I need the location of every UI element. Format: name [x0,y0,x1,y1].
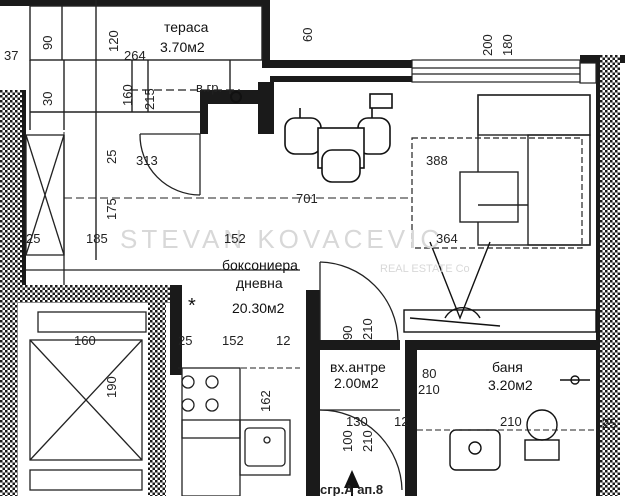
bath-name: баня [492,359,523,375]
drain-icon [230,91,242,103]
dim-190: 190 [104,376,119,398]
entry-arrow-icon [344,470,360,488]
bath-top-wall [417,340,597,350]
dim-30: 30 [40,92,55,106]
dim-388: 388 [426,153,448,168]
counter-left [37,311,147,333]
bath-door [319,409,403,491]
chair-bottom [321,149,361,183]
dim-152-b: 152 [222,333,244,348]
dim-210-b: 210 [418,382,440,397]
dim-175: 175 [104,198,119,220]
dim-25-d: 25 [602,416,616,431]
dim-364: 364 [436,231,458,246]
sink-cabinet [239,419,291,476]
sofa [459,94,591,246]
rug-outline [411,137,583,249]
dim-162: 162 [258,390,273,412]
entry-top-partition [320,340,400,350]
terrace-name: тераса [164,19,209,35]
dim-264: 264 [124,48,146,63]
chair-left [284,117,322,155]
toilet-bowl [526,409,558,441]
drain-label: в.гр. [196,80,222,95]
dim-25-a: 25 [104,150,119,164]
living-door [319,261,399,341]
dim-37: 37 [4,48,18,63]
living-name: боксониера [222,257,298,273]
kitchen-partition [170,285,182,375]
dim-12-b: 12 [394,414,408,429]
watermark-text: STEVAN KOVACEVIC [120,224,443,254]
dining-set [284,93,393,183]
toilet-tank [524,439,560,461]
entry-area: 2.00м2 [334,375,379,391]
dim-90: 90 [40,36,55,50]
stair-label: сгр.А ап.8 [320,482,383,496]
terrace-right-wall [262,0,270,68]
living-area: 20.30м2 [232,300,285,316]
terrace-area: 3.70м2 [160,39,205,55]
dim-25-b: 25 [26,231,40,246]
dim-210-c: 210 [500,414,522,429]
dim-90-b: 90 [340,326,355,340]
shaft-top-wall [0,285,170,303]
washbasin [449,429,501,471]
window-post [369,93,393,109]
dim-160: 160 [120,84,135,106]
dim-185: 185 [86,231,108,246]
entry-left-partition [306,290,320,496]
dim-120: 120 [106,30,121,52]
dim-152-a: 152 [224,231,246,246]
top-wall-inner [270,76,412,82]
dim-130: 130 [346,414,368,429]
left-wall-hatched [0,90,22,290]
dim-210-a: 210 [360,318,375,340]
dim-180: 180 [500,34,515,56]
dim-210-d: 210 [360,430,375,452]
dim-701: 701 [296,191,318,206]
dim-215: 215 [142,88,157,110]
dim-25-c: 25 [178,333,192,348]
bath-area: 3.20м2 [488,377,533,393]
dim-80: 80 [422,366,436,381]
dim-60: 60 [300,28,315,42]
terrace-lines [29,0,263,260]
watermark-subtext: REAL ESTATE Co [380,263,470,275]
asterisk-icon: * [188,295,196,317]
elevator-shaft [29,339,143,491]
terrace-top-wall [0,0,262,6]
top-wall-segment [270,60,412,68]
entry-name: вх.антре [330,359,386,375]
bath-left-wall [405,340,417,496]
dim-200: 200 [480,34,495,56]
top-windows [411,59,597,84]
dim-12-a: 12 [276,333,290,348]
terrace-door [139,133,201,196]
left-wall-inner [22,90,26,290]
right-wall-hatched [600,55,620,496]
dim-313: 313 [136,153,158,168]
right-wall-inner-line [596,55,600,496]
terrace-pillar [258,82,274,134]
shaft-left-wall [0,285,18,496]
terrace-post [200,104,208,134]
shaft-right-wall [148,285,166,496]
living-sub: дневна [236,275,283,291]
dim-160-b: 160 [74,333,96,348]
tv-unit [403,241,597,333]
left-corridor [25,134,300,285]
dim-100: 100 [340,430,355,452]
